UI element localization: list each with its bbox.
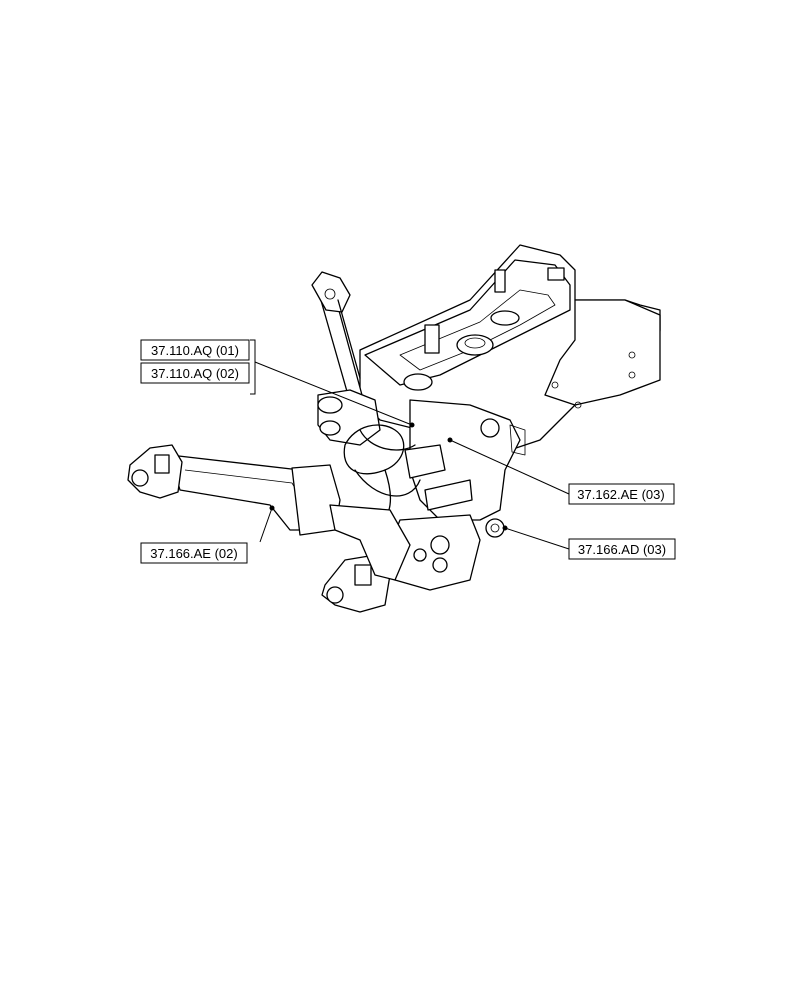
leader-dot (502, 525, 508, 531)
leader-line-37-166-ae (259, 507, 273, 543)
pivot-pin (485, 518, 505, 538)
frame-hole (551, 381, 559, 389)
hook-eye (131, 469, 149, 487)
housing-socket (403, 373, 433, 391)
callout-37-162-ae-03[interactable]: 37.162.AE (03) (568, 483, 675, 505)
hydraulic-hose (359, 429, 416, 451)
left-arm-bracket (291, 464, 341, 536)
frame-pin (480, 418, 500, 438)
leader-line-37-110-aq (254, 361, 413, 426)
leader-lines (250, 339, 570, 550)
housing-boss (456, 334, 494, 356)
plate-bolt (413, 548, 427, 562)
frame-rim (364, 259, 571, 386)
frame-hole (574, 401, 582, 409)
leader-line-37-166-ad (504, 527, 570, 550)
housing-lug (547, 267, 565, 281)
leader-dot (447, 437, 453, 443)
housing-lug (494, 269, 506, 293)
callout-label: 37.162.AE (03) (577, 487, 664, 502)
leader-dot (409, 422, 415, 428)
hydraulic-hose (343, 424, 405, 475)
callout-label: 37.166.AE (02) (150, 546, 237, 561)
hitch-assembly-drawing (127, 244, 661, 613)
pivot-pin-center (490, 523, 500, 533)
top-link-head (311, 271, 351, 313)
right-lower-arm (329, 504, 411, 581)
top-link-eye (324, 288, 336, 300)
bracket-line (250, 339, 256, 395)
callout-37-166-ae-02[interactable]: 37.166.AE (02) (140, 542, 248, 564)
callout-label: 37.110.AQ (01) (151, 343, 239, 358)
frame-hole (628, 371, 636, 379)
hydraulic-hose (354, 469, 421, 497)
mount-eye (317, 396, 343, 414)
frame-slot (509, 424, 526, 456)
callout-37-110-aq-01[interactable]: 37.110.AQ (01) (140, 339, 250, 361)
leader-dot (269, 505, 275, 511)
hook-latch (154, 454, 170, 474)
callout-37-166-ad-03[interactable]: 37.166.AD (03) (568, 538, 676, 560)
frame-inner-line (399, 289, 556, 371)
callout-label: 37.110.AQ (02) (151, 366, 239, 381)
plate-bolt (430, 535, 450, 555)
leader-line-37-162-ae (449, 439, 570, 495)
housing-post (424, 324, 440, 354)
top-link-rod (337, 299, 361, 379)
callout-37-110-aq-02[interactable]: 37.110.AQ (02) (140, 362, 250, 384)
housing-boss-inner (464, 337, 486, 349)
housing-cap (490, 310, 520, 326)
callout-label: 37.166.AD (03) (578, 542, 666, 557)
hook-eye (326, 586, 344, 604)
hook-latch (354, 564, 372, 586)
clamp-band (424, 479, 473, 511)
cylinder-block (404, 444, 446, 479)
plate-bolt (432, 557, 448, 573)
mount-eye (319, 420, 341, 436)
frame-hole (628, 351, 636, 359)
frame-right-arm (544, 299, 661, 406)
